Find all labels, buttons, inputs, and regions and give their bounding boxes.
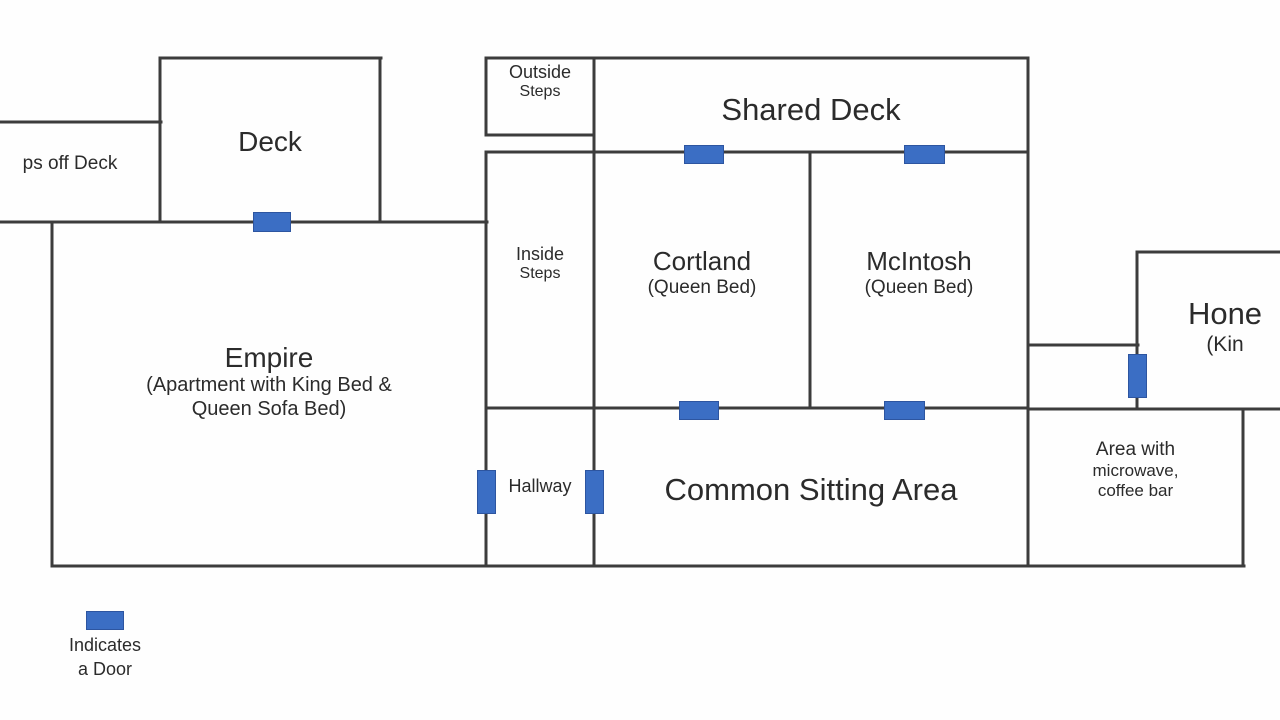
door-shared-deck-mcintosh-icon bbox=[904, 145, 945, 164]
door-hallway-east-icon bbox=[585, 470, 604, 514]
legend-caption: Indicates a Door bbox=[42, 633, 168, 682]
door-hallway-west-icon bbox=[477, 470, 496, 514]
door-shared-deck-cortland-icon bbox=[684, 145, 724, 164]
legend-line-2: a Door bbox=[77, 659, 133, 680]
legend-line-1: Indicates bbox=[68, 635, 142, 655]
door-cortland-common-icon bbox=[679, 401, 719, 420]
door-mcintosh-common-icon bbox=[884, 401, 925, 420]
door-deck-to-empire-icon bbox=[253, 212, 291, 232]
door-honey-icon bbox=[1128, 354, 1147, 398]
legend-door-swatch bbox=[86, 611, 124, 630]
